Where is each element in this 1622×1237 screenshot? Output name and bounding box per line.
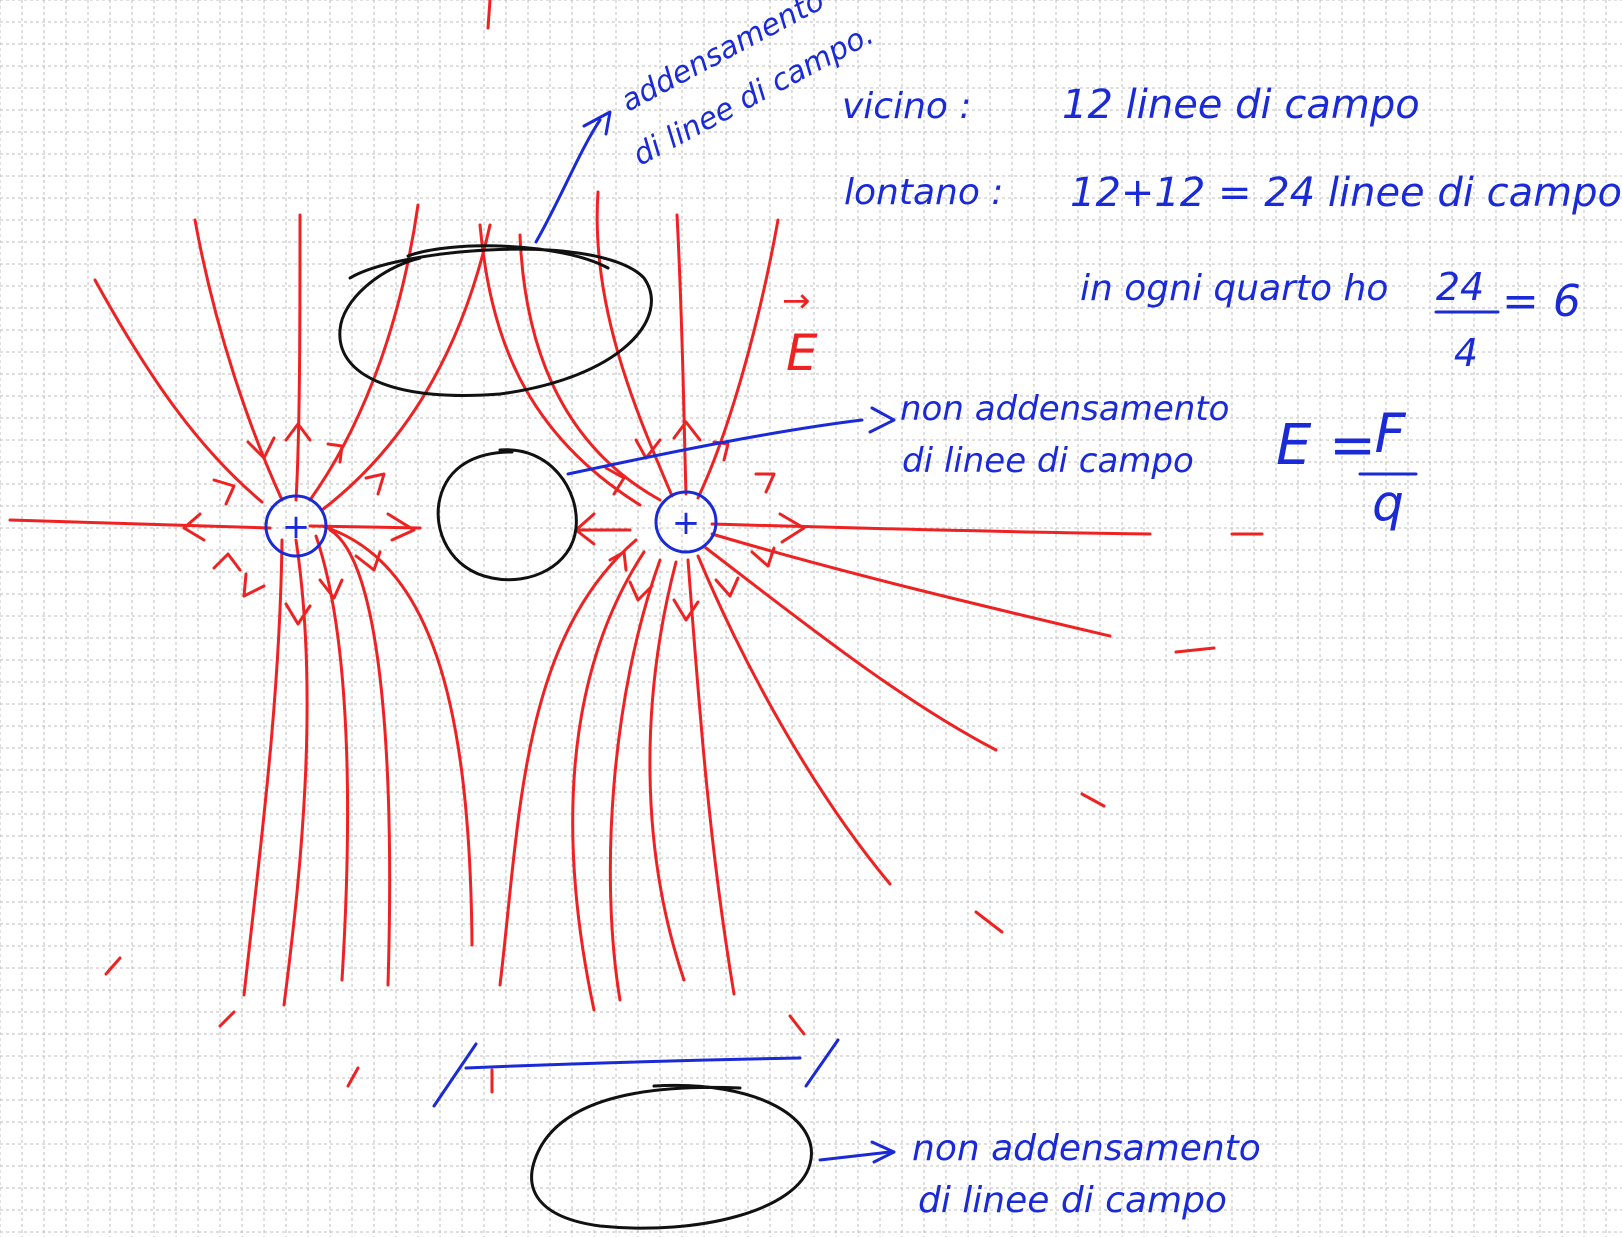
formula-denominator: q	[1372, 474, 1404, 532]
far-value: 12+12 = 24 linee di campo	[1070, 170, 1622, 216]
middle-region-circle	[436, 448, 578, 582]
field-line	[478, 223, 642, 507]
field-arrowhead	[212, 478, 236, 506]
fraction-numerator: 24	[1436, 265, 1484, 309]
field-line	[498, 538, 638, 987]
field-line	[608, 558, 662, 1002]
charge-symbol-left: +	[282, 507, 311, 547]
bottom-label-line2: di linee di campo	[918, 1180, 1227, 1221]
arrowhead-middle	[868, 406, 896, 434]
field-line	[704, 546, 998, 752]
field-line	[686, 558, 736, 996]
red-tick-mark	[218, 1010, 236, 1028]
field-arrowhead	[284, 422, 312, 442]
field-line	[294, 213, 302, 502]
dense-region-ellipse	[338, 244, 653, 398]
pointer-middle-region	[566, 418, 864, 476]
bottom-label-line1: non addensamento	[912, 1128, 1261, 1169]
field-line	[696, 554, 892, 886]
field-line	[320, 524, 474, 947]
field-line	[518, 233, 662, 502]
field-arrowhead	[246, 436, 276, 460]
field-line	[328, 528, 392, 987]
positive-charge-right	[654, 490, 718, 554]
field-line	[595, 190, 674, 498]
field-vector-label: → E	[782, 281, 818, 382]
field-line	[710, 532, 1112, 638]
highlight-regions	[338, 244, 813, 1230]
pointer-dense-region	[534, 118, 602, 244]
pointer-bottom-region	[818, 1150, 892, 1162]
far-label: lontano :	[844, 172, 1003, 213]
field-line	[571, 550, 646, 1012]
field-line	[308, 203, 420, 502]
field-arrowhead	[608, 550, 628, 572]
red-tick-mark	[346, 1066, 360, 1088]
field-arrowhead	[284, 602, 312, 626]
quarter-text: in ogni quarto ho	[1080, 268, 1388, 309]
charge-symbol-right: +	[672, 503, 701, 543]
fraction-result: = 6	[1502, 276, 1581, 327]
distance-bracket	[432, 1038, 840, 1108]
red-tick-mark	[104, 956, 122, 976]
red-tick-mark	[974, 910, 1004, 934]
field-line	[93, 278, 264, 504]
near-value: 12 linee di campo	[1062, 82, 1420, 128]
field-arrowhead	[318, 578, 344, 600]
arrowhead-dense	[582, 110, 612, 136]
field-vector-symbol: E	[786, 324, 818, 382]
bottom-region-ellipse	[530, 1083, 813, 1230]
field-line	[675, 213, 688, 496]
formula-lhs: E =	[1276, 413, 1376, 478]
field-arrowhead	[672, 420, 702, 442]
field-arrowhead	[242, 572, 266, 598]
fraction-denominator: 4	[1454, 331, 1478, 375]
field-arrowhead	[778, 512, 806, 544]
field-line	[710, 522, 1152, 536]
positive-charge-left	[264, 494, 328, 558]
field-arrowhead	[364, 472, 386, 496]
field-arrowhead	[604, 466, 626, 496]
red-tick-mark	[788, 1014, 806, 1036]
field-line	[648, 560, 686, 982]
field-line	[314, 534, 350, 982]
middle-label-line1: non addensamento	[900, 389, 1229, 429]
field-vector-arrow: →	[782, 281, 811, 321]
field-arrowhead	[672, 598, 700, 622]
annotation-pointers	[432, 110, 896, 1164]
field-line	[8, 518, 272, 530]
red-tick-mark	[1174, 646, 1216, 654]
electric-field-lines	[8, 0, 1264, 1094]
field-line	[242, 538, 284, 997]
field-arrowhead	[354, 550, 382, 572]
field-line	[193, 218, 284, 502]
field-arrowhead	[628, 580, 654, 602]
formula-numerator: F	[1374, 402, 1406, 465]
middle-label-line2: di linee di campo	[902, 441, 1194, 481]
field-arrowhead	[326, 442, 344, 464]
field-line	[320, 223, 492, 512]
near-label: vicino :	[842, 86, 972, 127]
notes: addensamento di linee di campo. vicino :…	[615, 0, 1622, 1221]
field-line	[696, 218, 780, 500]
field-arrowhead	[182, 512, 206, 542]
red-tick-mark	[1080, 792, 1106, 808]
field-line	[308, 524, 422, 530]
field-line	[282, 538, 309, 1007]
arrowhead-bottom	[870, 1140, 896, 1164]
field-arrowhead	[750, 546, 776, 568]
field-arrowhead	[754, 472, 776, 494]
field-arrowhead	[212, 552, 242, 572]
red-tick-mark	[486, 0, 492, 30]
field-arrowhead	[714, 576, 740, 598]
field-arrowhead	[386, 512, 416, 542]
charges: + +	[264, 490, 718, 558]
